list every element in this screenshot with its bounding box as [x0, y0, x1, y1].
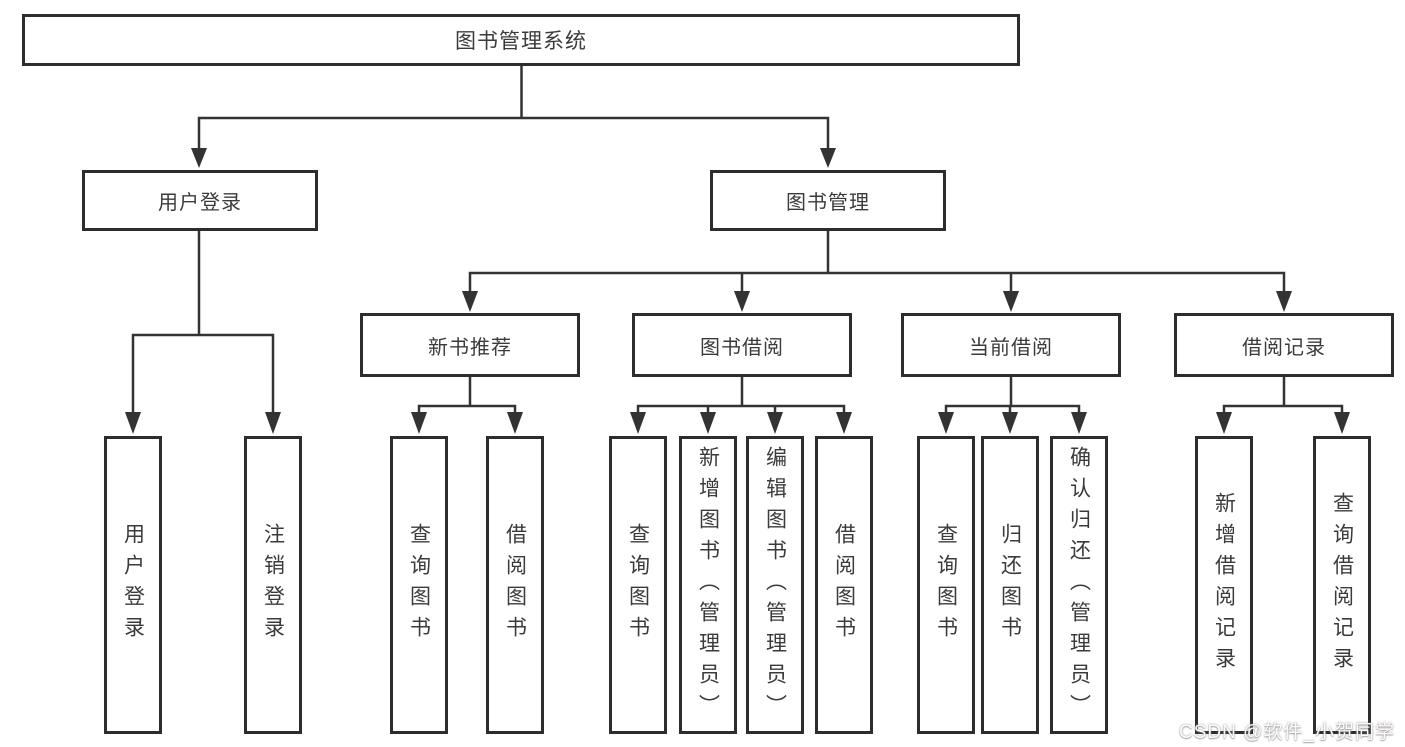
leaf-logout: 注销登录 [244, 436, 302, 734]
leaf-borrowing-borrow-books: 借阅图书 [815, 436, 873, 734]
leaf-current-confirm-return-admin: 确认归还（管理员） [1050, 436, 1108, 734]
node-book-borrowing: 图书借阅 [632, 313, 852, 377]
leaf-current-return-books: 归还图书 [981, 436, 1039, 734]
csdn-watermark: CSDN @软件_小贺同学 [1179, 722, 1395, 743]
leaf-user-login: 用户登录 [104, 436, 162, 734]
node-new-book-recommend: 新书推荐 [360, 313, 580, 377]
node-library-management-system: 图书管理系统 [22, 14, 1020, 66]
leaf-borrowing-query-books: 查询图书 [609, 436, 667, 734]
node-user-login: 用户登录 [82, 170, 318, 231]
leaf-borrowing-edit-books-admin: 编辑图书（管理员） [746, 436, 804, 734]
leaf-recommend-query-books: 查询图书 [390, 436, 448, 734]
leaf-borrowing-add-books-admin: 新增图书（管理员） [679, 436, 737, 734]
leaf-records-add-record: 新增借阅记录 [1195, 436, 1253, 734]
node-current-borrowing: 当前借阅 [901, 313, 1121, 377]
node-book-management: 图书管理 [710, 170, 946, 231]
leaf-current-query-books: 查询图书 [917, 436, 975, 734]
leaf-recommend-borrow-books: 借阅图书 [486, 436, 544, 734]
node-borrow-records: 借阅记录 [1174, 313, 1394, 377]
leaf-records-query-record: 查询借阅记录 [1313, 436, 1371, 734]
